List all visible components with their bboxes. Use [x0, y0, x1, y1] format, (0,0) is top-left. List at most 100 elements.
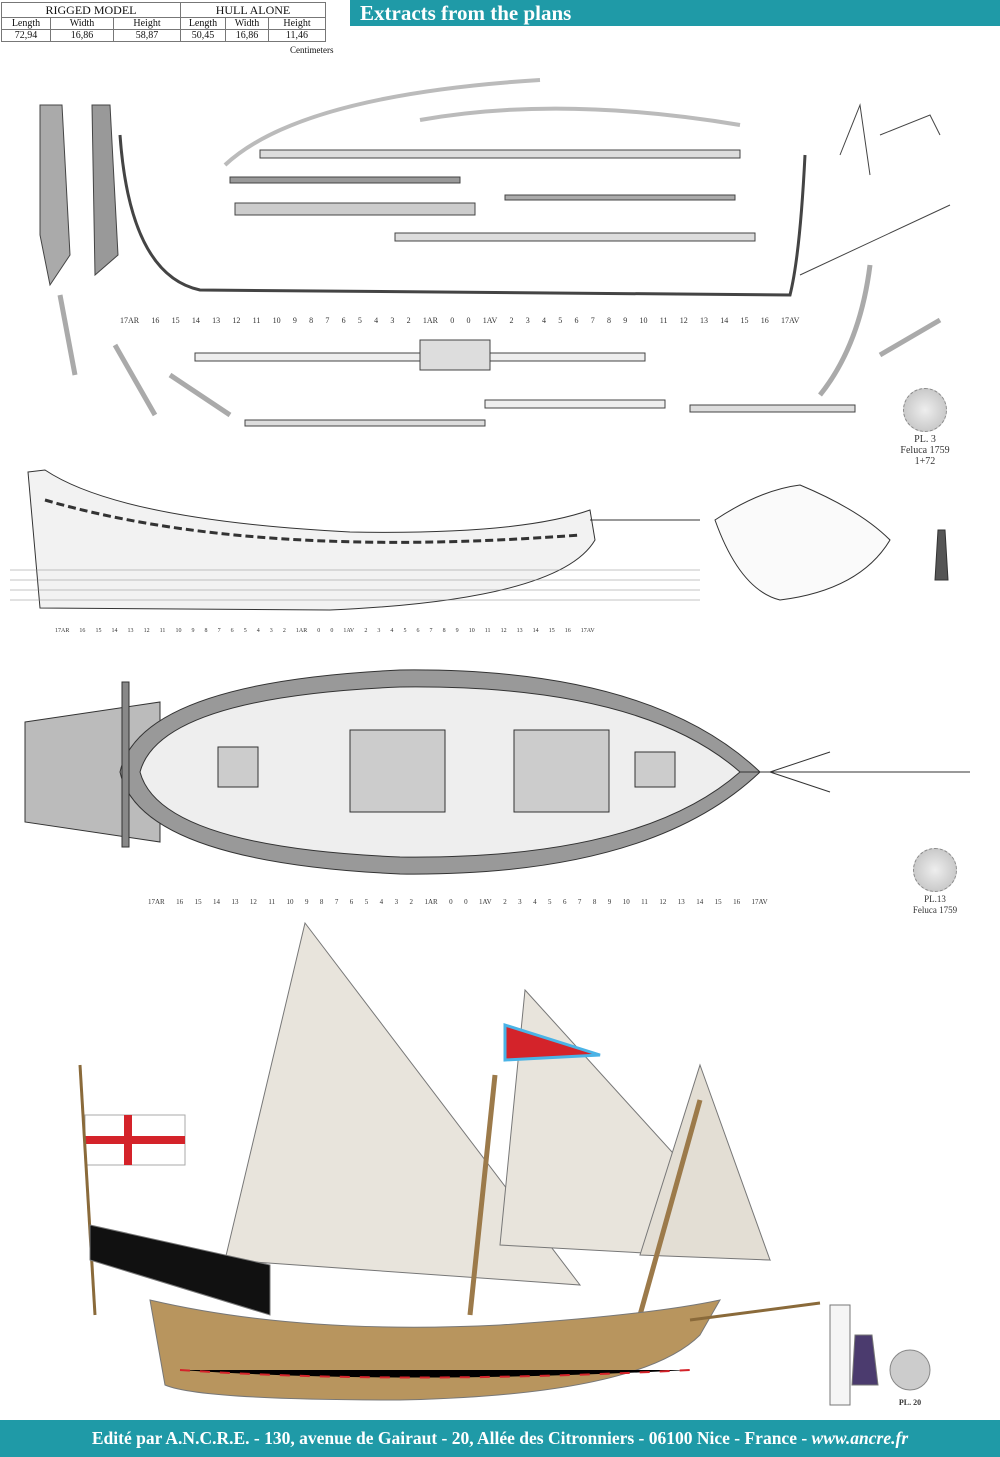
- station-label: 4: [374, 316, 379, 325]
- station-label: 10: [286, 898, 294, 906]
- station-label: 8: [319, 898, 324, 906]
- station-label: 2: [406, 316, 411, 325]
- station-label: 4: [390, 628, 394, 634]
- bowsprit: [689, 1301, 821, 1322]
- stern-post: [91, 104, 119, 277]
- hull-width: 16,86: [225, 29, 269, 42]
- station-label: 1AV: [479, 898, 492, 906]
- station-label: 8: [204, 628, 208, 634]
- station-label: 7: [577, 898, 582, 906]
- station-label: 7: [429, 628, 433, 634]
- station-label: 4: [541, 316, 546, 325]
- station-label: 7: [325, 316, 330, 325]
- station-label: 14: [532, 628, 539, 634]
- fore-mast: [637, 1099, 703, 1316]
- plate-label-13: PL.13 Feluca 1759: [905, 848, 965, 916]
- dimensions-table: RIGGED MODEL HULL ALONE Length Width Hei…: [1, 2, 326, 42]
- station-label: 14: [696, 898, 704, 906]
- ensign-cross: [85, 1115, 185, 1165]
- col-height: Height: [113, 17, 181, 30]
- publisher-footer: Edité par A.N.C.R.E. - 130, avenue de Ga…: [0, 1420, 1000, 1457]
- beam-23b: [484, 399, 666, 409]
- station-label: 1AR: [422, 316, 438, 325]
- station-label: 15: [171, 316, 180, 325]
- station-label: 5: [558, 316, 563, 325]
- station-label: 6: [416, 628, 420, 634]
- station-label: 8: [442, 628, 446, 634]
- station-label: 9: [304, 898, 309, 906]
- station-label: 14: [191, 316, 200, 325]
- station-label: 15: [194, 898, 202, 906]
- station-label: 16: [151, 316, 160, 325]
- deck-plan: [24, 669, 970, 875]
- beam-23: [419, 339, 491, 371]
- station-label: 10: [175, 628, 182, 634]
- station-label: 15: [95, 628, 102, 634]
- hull-profile: [10, 469, 949, 611]
- man-figure: [934, 529, 949, 581]
- hatch: [634, 751, 676, 788]
- plank-27b: [419, 106, 741, 127]
- station-label: 17AV: [751, 898, 768, 906]
- beam-27: [689, 404, 856, 413]
- station-label: 4: [379, 898, 384, 906]
- station-label: 2: [364, 628, 368, 634]
- station-label: 13: [127, 628, 134, 634]
- rigged-view: [78, 921, 931, 1406]
- station-label: 10: [468, 628, 475, 634]
- station-label: 10: [272, 316, 281, 325]
- pennant: [503, 1022, 601, 1062]
- batten: [229, 176, 461, 184]
- keel-piece: [39, 104, 71, 287]
- rigged-width: 16,86: [50, 29, 114, 42]
- waterlines: [10, 569, 700, 601]
- station-label: 0: [464, 898, 468, 906]
- station-label: 6: [562, 898, 567, 906]
- jib-boom: [740, 751, 970, 793]
- parts-plan: [39, 78, 951, 427]
- hatch-41: [349, 729, 446, 813]
- station-label: 12: [249, 898, 257, 906]
- station-label: 16: [176, 898, 184, 906]
- units-label: Centimeters: [290, 45, 334, 55]
- station-label: 10: [639, 316, 648, 325]
- station-label: 2: [503, 898, 507, 906]
- station-label: 13: [516, 628, 523, 634]
- website-link[interactable]: www.ancre.fr: [811, 1428, 909, 1448]
- station-label: 2: [409, 898, 414, 906]
- station-label: 1AR: [295, 628, 308, 634]
- batten: [504, 194, 736, 201]
- station-label: 6: [230, 628, 234, 634]
- station-label: 16: [79, 628, 86, 634]
- station-label: 0: [330, 628, 334, 634]
- batten: [394, 232, 756, 242]
- station-label: 9: [455, 628, 459, 634]
- rigged-height: 58,87: [113, 29, 181, 42]
- station-label: 12: [500, 628, 507, 634]
- station-label: 3: [518, 898, 522, 906]
- beam-23c: [244, 419, 486, 427]
- main-mast: [467, 1074, 498, 1316]
- station-label: 13: [677, 898, 685, 906]
- batten: [259, 149, 741, 159]
- station-label: 2: [509, 316, 514, 325]
- col-length: Length: [180, 17, 226, 30]
- station-label: 12: [143, 628, 150, 634]
- rigged-model-heading: RIGGED MODEL: [1, 2, 181, 18]
- station-label: 9: [623, 316, 628, 325]
- station-label: 11: [159, 628, 166, 634]
- station-label: 9: [191, 628, 195, 634]
- station-label: 4: [533, 898, 537, 906]
- publisher-address: Edité par A.N.C.R.E. - 130, avenue de Ga…: [91, 1428, 812, 1448]
- man-figure: [851, 1334, 879, 1386]
- station-label: 12: [659, 898, 667, 906]
- rudder-post: [121, 681, 130, 848]
- stern-panel: [89, 1224, 271, 1316]
- frame-pieces: [57, 264, 942, 418]
- station-label: 3: [390, 316, 395, 325]
- station-label: 11: [659, 316, 668, 325]
- station-label: 5: [548, 898, 552, 906]
- station-label: 5: [243, 628, 247, 634]
- station-label: 15: [714, 898, 722, 906]
